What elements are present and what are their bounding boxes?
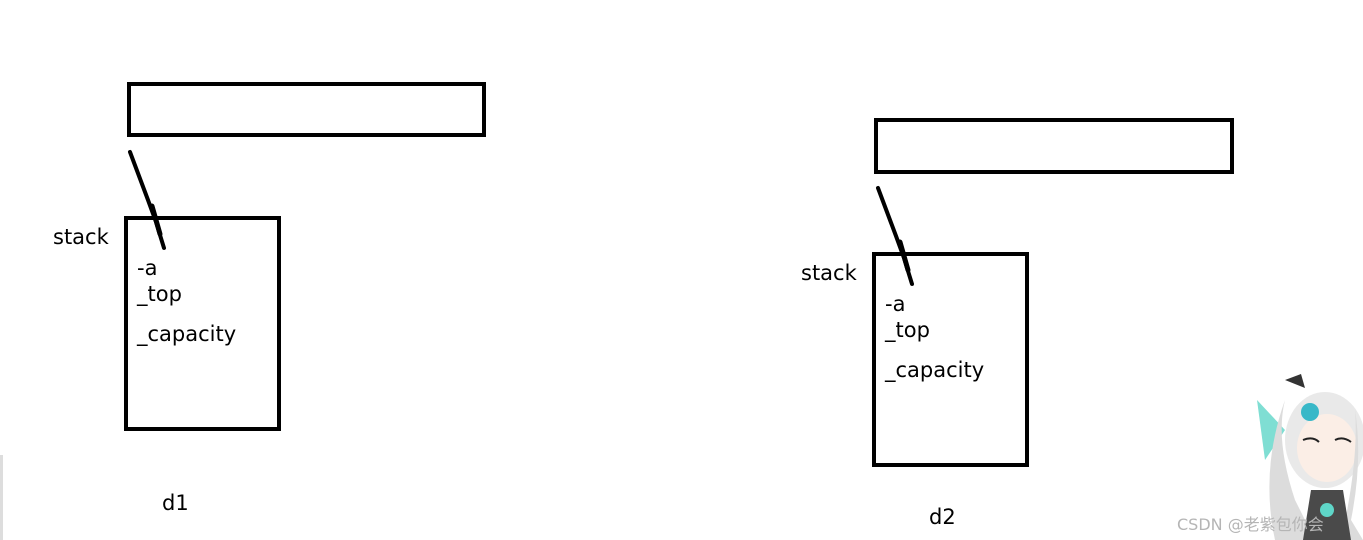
object-label-d2: d2 (929, 505, 956, 529)
member-capacity-d2: _capacity (885, 358, 985, 382)
pointer-arrow-d2-overdraw (897, 239, 911, 273)
watermark-text: CSDN @老紫包你会 (1177, 515, 1324, 534)
heap-array-box-d2 (874, 118, 1234, 174)
stack-label-d1: stack (53, 225, 109, 249)
member-capacity-d1: _capacity (137, 322, 237, 346)
stack-frame-box-d1 (124, 216, 281, 431)
pointer-arrow-d1-overdraw (149, 203, 163, 237)
member-a-d1: -a (137, 256, 158, 280)
member-a-d2: -a (885, 292, 906, 316)
member-top-d2: _top (885, 318, 930, 342)
heap-array-box-d1 (127, 82, 486, 137)
left-edge-mark (0, 455, 3, 540)
mascot-watermark-icon (1257, 374, 1363, 540)
member-top-d1: _top (137, 282, 182, 306)
stack-frame-box-d2 (872, 252, 1029, 467)
stack-label-d2: stack (801, 261, 857, 285)
object-label-d1: d1 (162, 491, 189, 515)
